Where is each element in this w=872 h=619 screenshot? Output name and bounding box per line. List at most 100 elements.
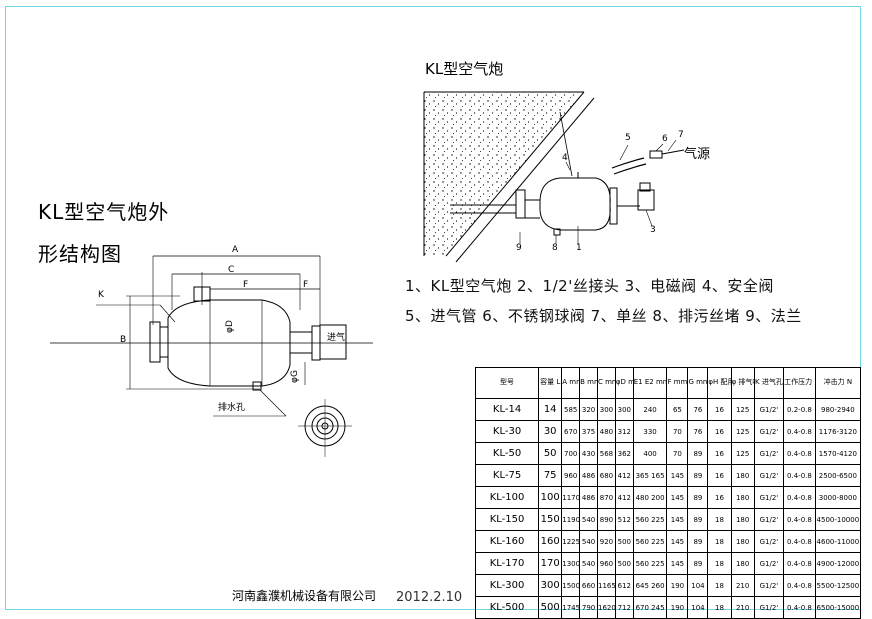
table-cell: 680 [597,464,616,487]
table-cell: 300 [614,398,634,421]
table-cell: 0.4-0.8 [783,596,816,619]
part-label-5: 5 [625,133,631,143]
table-cell: 1176-3120 [814,420,862,443]
table-cell: 670 245 [632,596,668,619]
table-cell: G1/2' [753,420,785,443]
dim-label-c: C [228,265,235,275]
table-cell: 920 [597,530,616,553]
table-header-cell: 冲击力 N [814,367,862,399]
table-cell: 300 [538,574,563,597]
table-cell: 145 [666,486,689,509]
table-cell: 980-2940 [814,398,862,421]
drain-label: 排水孔 [218,403,246,413]
table-cell: 790 [579,596,598,619]
dim-label-b: B [120,335,127,345]
table-cell: 210 [730,596,755,619]
table-cell: 30 [538,420,563,443]
table-cell: 645 260 [632,574,668,597]
table-cell: 1300 [561,552,581,575]
table-cell: G1/2' [753,398,785,421]
dim-label-g: φG [289,370,300,383]
table-cell: 100 [538,486,563,509]
left-title-line2: 形结构图 [38,242,122,266]
table-cell: 75 [538,464,563,487]
table-cell: 486 [579,464,598,487]
table-cell: 14 [538,398,563,421]
left-title-line1: KL型空气炮外 [38,200,170,224]
table-cell: 320 [579,398,598,421]
table-header-cell: B mm [579,367,598,399]
table-cell: 16 [707,442,732,465]
table-cell: 125 [730,398,755,421]
table-cell: 5500-12500 [814,574,862,597]
table-cell: 4500-10000 [814,508,862,531]
model-cell: KL-500 [474,596,540,619]
table-cell: 375 [579,420,598,443]
table-cell: 568 [597,442,616,465]
table-cell: 18 [707,508,732,531]
table-cell: 6500-15000 [814,596,862,619]
table-cell: 70 [666,420,689,443]
part-label-6: 6 [662,134,668,144]
table-cell: 300 [597,398,616,421]
model-cell: KL-160 [474,530,540,553]
table-cell: 76 [687,398,709,421]
table-cell: 145 [666,552,689,575]
table-cell: 2500-6500 [814,464,862,487]
table-cell: G1/2' [753,464,785,487]
table-cell: 4900-12000 [814,552,862,575]
table-cell: 70 [666,442,689,465]
table-cell: 18 [707,552,732,575]
table-header-cell: E1 E2 mm [632,367,668,399]
table-cell: 89 [687,508,709,531]
table-cell: 362 [614,442,634,465]
model-cell: KL-150 [474,508,540,531]
table-header-cell: φD mm [614,367,634,399]
table-cell: 180 [730,530,755,553]
table-cell: 0.4-0.8 [783,508,816,531]
table-cell: 180 [730,508,755,531]
table-cell: 89 [687,486,709,509]
table-header-cell: C mm [597,367,616,399]
part-label-7: 7 [678,130,684,140]
table-header-cell: 工作压力 Mpa [783,367,816,399]
table-cell: G1/2' [753,508,785,531]
table-cell: 1745 [561,596,581,619]
table-cell: 18 [707,574,732,597]
table-cell: 0.4-0.8 [783,574,816,597]
table-cell: 170 [538,552,563,575]
table-cell: 190 [666,596,689,619]
table-cell: 890 [597,508,616,531]
table-cell: 18 [707,530,732,553]
part-label-4: 4 [562,153,568,163]
table-cell: 670 [561,420,581,443]
table-cell: 0.4-0.8 [783,464,816,487]
drawing-date: 2012.2.10 [396,590,463,605]
table-cell: 585 [561,398,581,421]
table-cell: 365 165 [632,464,668,487]
table-cell: 160 [538,530,563,553]
table-header-cell: φ 排气喷口 [730,367,755,399]
table-cell: 500 [614,552,634,575]
table-cell: 180 [730,464,755,487]
left-structure-drawing [50,255,373,457]
table-cell: 612 [614,574,634,597]
table-cell: 89 [687,552,709,575]
table-cell: 1500 [561,574,581,597]
part-label-1: 1 [576,243,582,253]
table-cell: 1190 [561,508,581,531]
table-cell: 960 [561,464,581,487]
model-cell: KL-170 [474,552,540,575]
table-cell: 180 [730,486,755,509]
table-cell: 700 [561,442,581,465]
table-cell: 104 [687,574,709,597]
table-cell: G1/2' [753,596,785,619]
table-cell: G1/2' [753,442,785,465]
table-cell: 1620 [597,596,616,619]
table-cell: 1570-4120 [814,442,862,465]
